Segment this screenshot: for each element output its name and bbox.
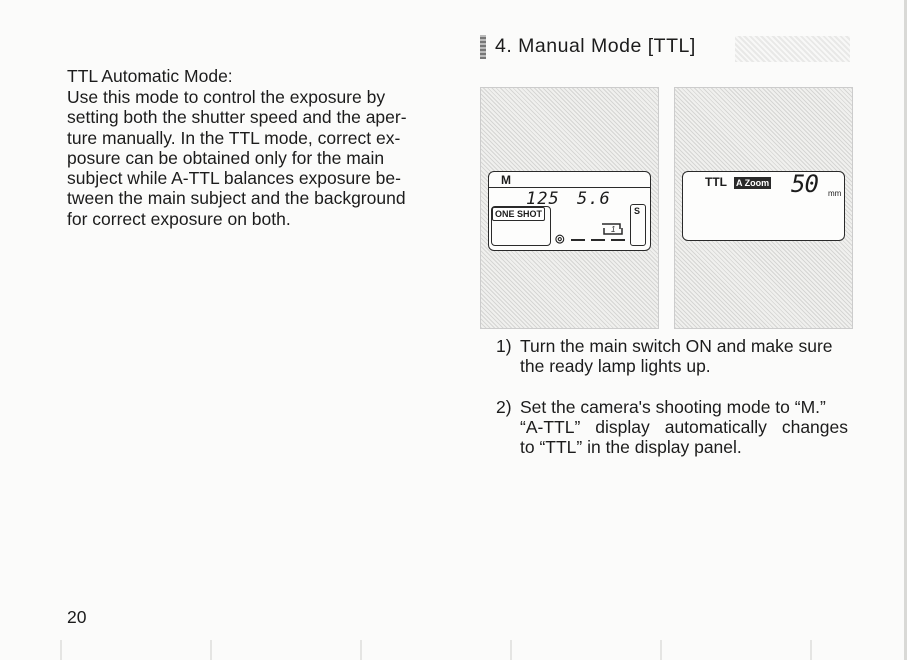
step-number: 1) — [496, 336, 512, 356]
exposure-scale-dashes — [571, 239, 631, 241]
af-mode-label: ONE SHOT — [492, 207, 546, 221]
ttl-automatic-heading: TTL Automatic Mode: — [67, 66, 233, 86]
aperture-readout: 5.6 — [577, 189, 611, 209]
paragraph-line: tween the main subject and the backgroun… — [67, 188, 406, 209]
frame-counter-icon: 1 — [602, 223, 623, 235]
step-line: the ready lamp lights up. — [520, 356, 711, 377]
step-line: Turn the main switch ON and make sure — [520, 336, 833, 356]
frame-digit: 1 — [611, 225, 615, 234]
print-texture — [735, 36, 850, 62]
paragraph-line: for correct exposure on both. — [67, 208, 291, 229]
camera-lcd-panel: M 125 5.6 ONE SHOT ◎ 1 S — [488, 171, 651, 251]
auto-zoom-badge: A Zoom — [734, 177, 772, 189]
step-number: 2) — [496, 396, 512, 417]
paragraph-line: subject while A-TTL balances exposure be… — [67, 168, 401, 189]
page-number: 20 — [67, 607, 87, 627]
shutter-speed-readout: 125 — [526, 189, 560, 209]
focus-confirm-icon: ◎ — [555, 233, 565, 245]
s-indicator-label: S — [634, 206, 641, 216]
paragraph-line: setting both the shutter speed and the a… — [67, 107, 407, 128]
title-marker-bar — [480, 34, 486, 59]
step-line: Set the camera's shooting mode to “M.” — [520, 396, 826, 417]
flash-lcd-illustration: TTL A Zoom 50 mm — [674, 87, 853, 329]
ttl-automatic-paragraph: Use this mode to control the exposure by… — [67, 87, 417, 229]
s-indicator-box: S — [630, 204, 646, 246]
focal-length-unit: mm — [828, 189, 842, 198]
flash-lcd-panel: TTL A Zoom 50 mm — [682, 170, 845, 241]
paragraph-line: ture manually. In the TTL mode, correct … — [67, 127, 401, 148]
steps-list: 1) Turn the main switch ON and make sure… — [496, 336, 848, 457]
scan-specks — [0, 640, 907, 660]
section-title: 4. Manual Mode [TTL] — [480, 33, 696, 60]
camera-lcd-illustration: M 125 5.6 ONE SHOT ◎ 1 S — [480, 87, 659, 329]
af-mode-box: ONE SHOT — [491, 206, 551, 246]
mode-strip: M — [489, 172, 650, 188]
step-item: 2) Set the camera's shooting mode to “M.… — [496, 397, 848, 458]
step-item: 1) Turn the main switch ON and make sure… — [496, 336, 848, 377]
section-title-text: 4. Manual Mode [TTL] — [495, 35, 696, 57]
step-line: “A-TTL” display automatically changes — [520, 416, 848, 437]
page-edge — [904, 0, 907, 660]
step-line: to “TTL” in the display panel. — [520, 437, 742, 458]
paragraph-line: posure can be obtained only for the main — [67, 147, 385, 168]
mode-indicator: M — [501, 173, 511, 187]
ttl-mode-label: TTL — [705, 175, 727, 189]
paragraph-line: Use this mode to control the exposure by — [67, 87, 386, 107]
focal-length-readout: 50 — [791, 170, 819, 198]
